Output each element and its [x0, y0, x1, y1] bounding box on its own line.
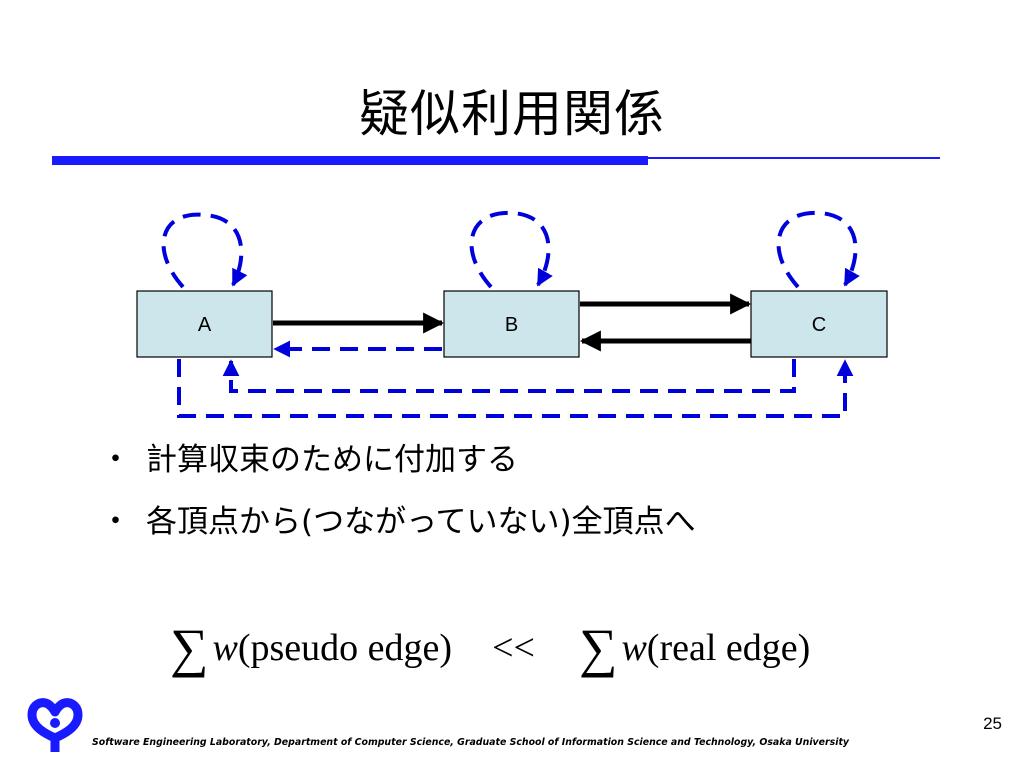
page-number: 25 — [983, 714, 1002, 733]
weight-function: w — [621, 627, 647, 669]
edge-b-self-pseudo — [469, 210, 553, 289]
sum-symbol: ∑ — [170, 618, 209, 678]
bullet-marker: ・ — [100, 442, 131, 478]
title-underline-thick — [52, 156, 648, 165]
footer-affiliation: Software Engineering Laboratory, Departm… — [92, 737, 850, 748]
dependency-diagram: A B C — [136, 210, 888, 418]
osaka-university-logo-icon — [27, 698, 83, 752]
edge-a-to-c-pseudo — [177, 359, 854, 418]
much-less-than-operator: << — [492, 627, 535, 669]
bullet-text: 各頂点から(つながっていない)全頂点へ — [146, 504, 696, 540]
edge-c-self-pseudo — [776, 210, 860, 289]
node-c: C — [750, 290, 888, 358]
bullet-text: 計算収束のために付加する — [146, 442, 518, 478]
node-b: B — [443, 290, 580, 358]
node-a: A — [136, 290, 273, 358]
sum-symbol: ∑ — [578, 618, 618, 678]
pseudo-edge-argument: (pseudo edge) — [237, 627, 453, 669]
slide-title: 疑似利用関係 — [359, 85, 665, 143]
weight-function: w — [212, 627, 238, 669]
bullet-item: ・各頂点から(つながっていない)全頂点へ — [100, 502, 696, 542]
bullet-marker: ・ — [100, 504, 131, 540]
bullet-item: ・計算収束のために付加する — [100, 440, 696, 480]
bullet-list: ・計算収束のために付加する ・各頂点から(つながっていない)全頂点へ — [100, 440, 696, 564]
weight-inequality-formula: ∑w(pseudo edge)<<∑w(real edge) — [170, 618, 810, 678]
node-c-label: C — [812, 314, 826, 336]
node-a-label: A — [198, 314, 212, 336]
node-b-label: B — [505, 314, 518, 336]
edge-a-self-pseudo — [161, 212, 248, 289]
edge-c-to-a-pseudo — [222, 359, 796, 393]
real-edge-argument: (real edge) — [646, 627, 811, 669]
